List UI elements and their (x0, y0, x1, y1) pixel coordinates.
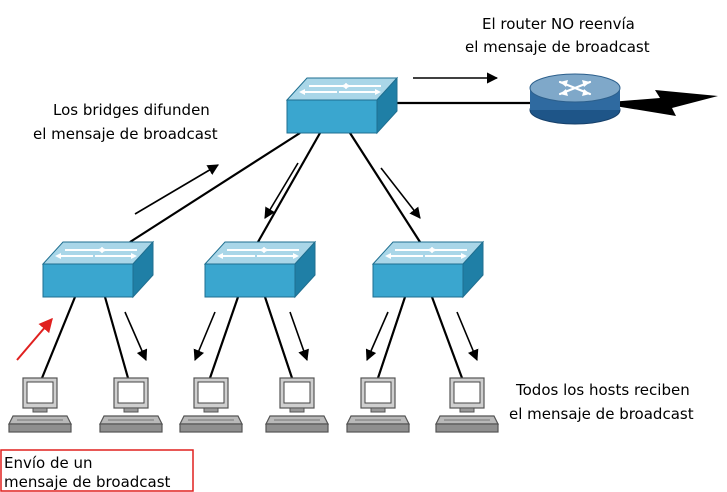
computer-icon-5 (346, 377, 410, 433)
link-mid-host1 (208, 296, 240, 379)
sender-label-line2: mensaje de broadcast (4, 473, 171, 491)
link-top-to-right-switch (349, 132, 421, 243)
link-left-host1 (40, 296, 77, 379)
link-right-host2 (430, 296, 464, 379)
lightning-icon (610, 90, 718, 116)
router-label-line2: el mensaje de broadcast (465, 38, 650, 56)
broadcast-arrows (124, 72, 499, 362)
computer-icon-6 (435, 377, 499, 433)
link-top-to-left-switch (129, 132, 301, 243)
computer-icon-1 (8, 377, 72, 433)
switch-icon-left (42, 241, 154, 298)
sender-label-line1: Envío de un (4, 454, 93, 472)
sender-highlight-box (0, 449, 194, 492)
router-label-line1: El router NO reenvía (482, 15, 635, 33)
arrow-down-right-switch (380, 167, 421, 219)
router-icon (529, 73, 621, 125)
bridges-label-line1: Los bridges difunden (53, 101, 210, 119)
arrow-down-host4 (289, 311, 309, 362)
arrow-down-host3 (193, 311, 216, 362)
hosts-label-line1: Todos los hosts reciben (515, 381, 690, 399)
arrow-down-mid-switch (264, 162, 299, 219)
link-top-to-mid-switch (257, 132, 321, 243)
bridges-label-line2: el mensaje de broadcast (33, 125, 218, 143)
switch-icon-middle (204, 241, 316, 298)
computer-icon-4 (265, 377, 329, 433)
arrow-down-host5 (365, 311, 389, 362)
link-right-host1 (376, 296, 407, 379)
links (40, 101, 540, 379)
switch-icon-right (372, 241, 484, 298)
switch-icon-top (286, 77, 398, 134)
arrow-down-host6 (456, 311, 479, 362)
sender-arrow (16, 317, 53, 361)
link-mid-host2 (263, 296, 294, 379)
link-left-host2 (103, 296, 130, 379)
hosts-label-line2: el mensaje de broadcast (509, 405, 694, 423)
arrow-down-host2 (124, 311, 148, 362)
arrow-up-to-top-switch (134, 164, 219, 215)
computer-icon-2 (99, 377, 163, 433)
computer-icon-3 (179, 377, 243, 433)
